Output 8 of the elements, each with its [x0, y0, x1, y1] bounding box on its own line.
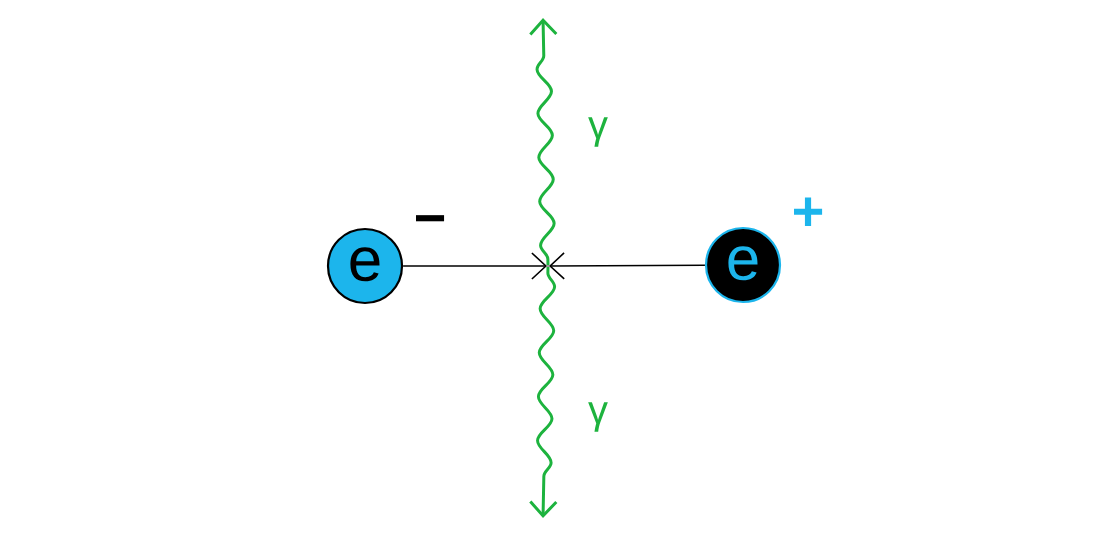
wavy-arrow	[529, 18, 558, 266]
arrow	[402, 252, 548, 280]
charge-sign: +	[794, 197, 823, 226]
wavy-arrow	[529, 266, 558, 518]
charge-sign: −	[416, 215, 445, 222]
edge-label: γ	[588, 117, 608, 147]
edge-label: γ	[588, 402, 608, 432]
arrow	[548, 252, 706, 280]
